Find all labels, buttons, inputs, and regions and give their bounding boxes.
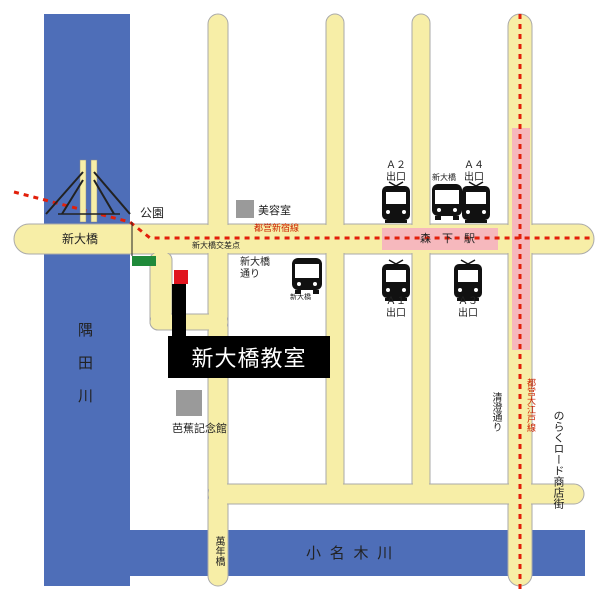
bus-front-icon: [292, 184, 462, 294]
bus-stop-label: 新大橋: [290, 293, 311, 301]
school-marker: [174, 270, 188, 284]
river-sumida-label: 隅 田 川: [76, 322, 94, 403]
exit-a3-label: Ａ３ 出口: [458, 296, 478, 319]
school-pointer: [172, 284, 186, 340]
suspension-bridge-icon: [45, 159, 131, 223]
biyoshitsu-building: [236, 200, 254, 218]
shin-ohashi-dori-label: 新大橋 通り: [240, 257, 270, 280]
exit-a1-label: Ａ１ 出口: [386, 296, 406, 319]
park-label: 公園: [140, 206, 165, 220]
mannen-bashi-label: 萬年橋: [213, 536, 224, 566]
sumida-river: [44, 14, 130, 586]
shinjuku-line-label: 都営新宿線: [254, 224, 300, 234]
intersection-label: 新大橋交差点: [192, 241, 240, 250]
basho-museum-building: [176, 390, 202, 416]
exit-a4-label: Ａ４ 出口: [464, 160, 484, 183]
morishita-station-label: 森 下 駅: [420, 232, 475, 245]
shinjuku-line-track: [13, 190, 594, 240]
biyoshitsu-label: 美容室: [258, 204, 291, 217]
kiyosumi-dori-label: 清澄通り: [490, 392, 501, 432]
noraku-road-label: のらくロード商店街: [552, 410, 565, 509]
park-marker: [132, 256, 156, 266]
exit-a2-label: Ａ２ 出口: [386, 160, 406, 183]
morishita-station-band: [382, 228, 498, 250]
oedo-line-label: 都営大江戸線: [525, 378, 535, 432]
school-name-box: 新大橋教室: [168, 336, 330, 378]
basho-museum-label: 芭蕉記念館: [172, 422, 227, 435]
shin-ohashi-label: 新大橋: [62, 232, 99, 246]
bus-shin-ohashi-label: 新大橋: [432, 173, 456, 182]
river-onagi-label: 小 名 木 川: [306, 544, 395, 562]
train-front-icon: [381, 181, 491, 302]
